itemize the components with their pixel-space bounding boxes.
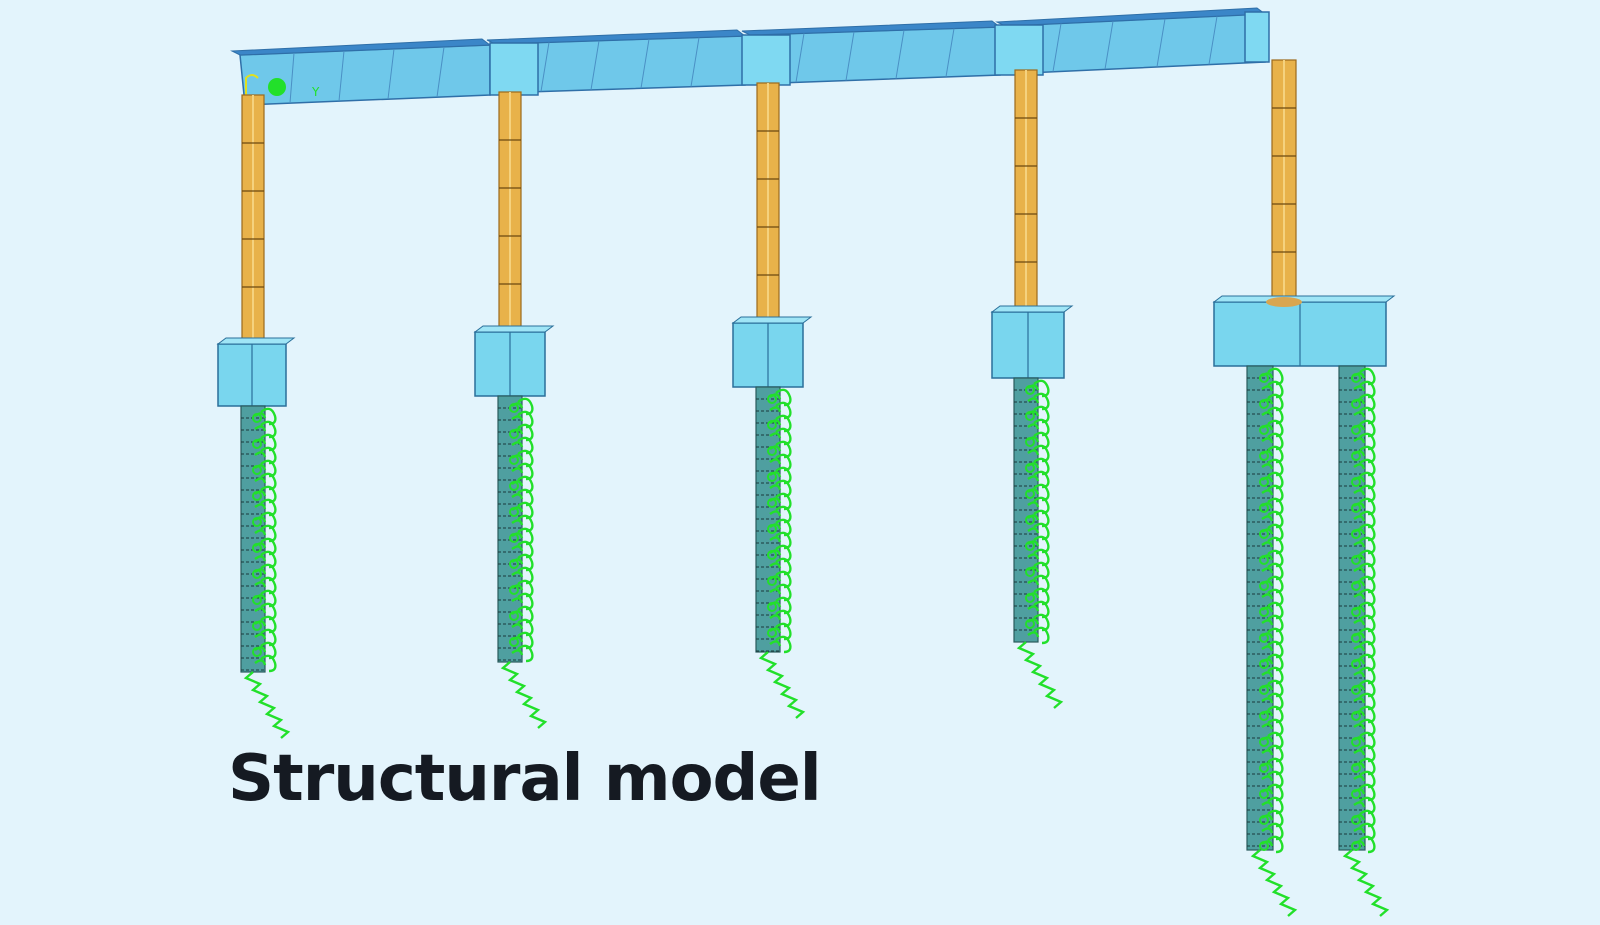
column-1 <box>241 94 265 343</box>
column-4 <box>1014 69 1038 313</box>
soil-springs-1 <box>243 407 291 739</box>
pile-cap-4 <box>990 305 1074 379</box>
deck-span-1 <box>230 38 492 106</box>
soil-springs-2 <box>500 397 548 729</box>
soil-springs-5b <box>1342 367 1390 917</box>
deck-joint-2 <box>741 34 791 86</box>
column-3 <box>756 82 780 323</box>
soil-springs-4 <box>1016 379 1064 709</box>
soil-springs-3 <box>758 388 806 719</box>
deck-joint-1 <box>489 42 539 96</box>
axis-label-y: Y <box>311 85 320 99</box>
deck-joint-3 <box>994 24 1044 76</box>
pile-cap-3 <box>731 316 813 388</box>
caption-title: Structural model <box>228 742 822 816</box>
deck-beam <box>230 7 1270 106</box>
deck-joint-4 <box>1244 11 1270 63</box>
soil-springs-5a <box>1250 367 1298 917</box>
pile-cap-5 <box>1212 295 1396 367</box>
column-5 <box>1271 59 1297 301</box>
deck-span-3 <box>741 20 1002 85</box>
axis-triad: Y <box>245 74 320 100</box>
column-base-5 <box>1266 297 1302 307</box>
pile-cap-1 <box>216 337 296 407</box>
pile-cap-2 <box>473 325 555 397</box>
column-2 <box>498 91 522 333</box>
